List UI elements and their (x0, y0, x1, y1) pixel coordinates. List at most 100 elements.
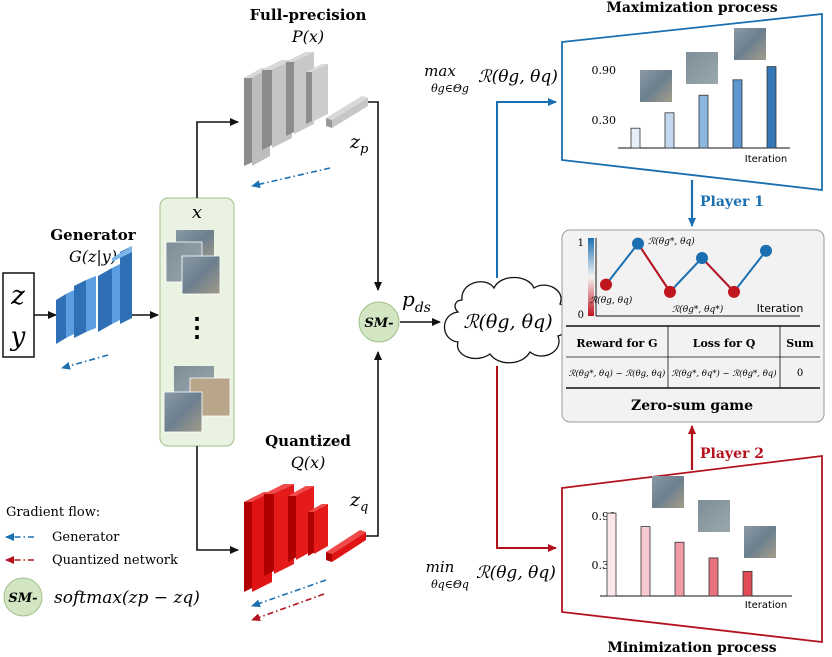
max-bar (664, 112, 675, 149)
legend-quantized: Quantized network (52, 553, 178, 568)
min-bar (742, 570, 753, 597)
min-title: Minimization process (607, 640, 776, 656)
min-sub: θq∈Θq (431, 578, 469, 591)
max-bar (766, 66, 777, 149)
to-full-precision-arrow (196, 118, 239, 198)
min-sample-image (652, 476, 684, 508)
max-bar (732, 79, 743, 149)
to-quantized-arrow (196, 446, 239, 554)
max-expr: ℛ(θg, θq) (478, 67, 558, 87)
samples-ellipsis: ⋮ (184, 313, 210, 343)
zero-sum-line (605, 241, 767, 294)
max-sample-image (640, 70, 672, 102)
zs-annot-top: ℛ(θg*, θq) (648, 236, 695, 247)
generator-network-icon (56, 246, 132, 344)
zero-sum-point (632, 237, 644, 250)
min-expr: ℛ(θg, θq) (476, 563, 556, 583)
zs-y-bottom: 0 (578, 310, 584, 321)
max-sample-image (734, 28, 766, 60)
legend-sm-label: SM- (8, 591, 37, 606)
full-precision-func: P(x) (291, 27, 324, 46)
max-bar (698, 94, 709, 149)
samples-label: x (192, 202, 202, 223)
legend-generator: Generator (52, 530, 120, 545)
full-precision-gradient-arrow (251, 167, 331, 189)
reward-to-min-arrow (496, 366, 557, 552)
legend: Gradient flow: Generator Quantized netwo… (3, 505, 200, 617)
player2-label: Player 2 (700, 446, 764, 462)
max-sample-image (686, 52, 718, 84)
zero-sum-line-chart: 1 0 Iteration ℛ(θg*, θq) ℛ(θg, θq) ℛ(θg*… (578, 236, 804, 321)
min-bar (708, 557, 719, 597)
reward-to-max-arrow (496, 98, 557, 278)
max-tick-high: 0.90 (592, 64, 617, 77)
min-bar (674, 541, 685, 597)
reward-cloud-text: ℛ(θg, θq) (463, 311, 552, 333)
legend-sm-node (3, 577, 43, 617)
reward-cloud: ℛ(θg, θq) (443, 276, 571, 364)
max-sub: θg∈Θg (431, 82, 469, 95)
input-z: z (10, 281, 25, 311)
max-op: max (424, 62, 456, 80)
zero-sum-segment (637, 243, 671, 293)
quantized-title: Quantized (265, 432, 351, 450)
table-header-reward: Reward for G (576, 337, 657, 350)
min-panel (561, 454, 823, 644)
zero-sum-point (664, 285, 676, 298)
max-bar (630, 127, 641, 149)
full-precision-network-icon (244, 52, 368, 166)
generator-gradient-arrow (61, 354, 109, 370)
sm-node-label: SM- (364, 316, 393, 331)
min-objective: min θq∈Θq ℛ(θg, θq) (426, 558, 556, 591)
max-bar-chart: 0.90 0.30 Iteration (592, 28, 790, 165)
sample-image (181, 255, 221, 295)
zq-to-sm-arrow (366, 351, 382, 537)
input-y: y (10, 322, 26, 352)
min-sample-image (744, 526, 776, 558)
table-cell-reward: ℛ(θg*, θq) − ℛ(θg, θq) (569, 368, 666, 379)
table-cell-sum: 0 (797, 368, 803, 379)
max-xlabel: Iteration (745, 154, 787, 165)
sm-node: SM- (358, 301, 400, 343)
legend-sm-formula: softmax(zp − zq) (54, 588, 200, 608)
quantized-output: zq (349, 489, 368, 515)
table-cell-loss: ℛ(θg*, θq*) − ℛ(θg*, θq) (671, 368, 776, 379)
zs-annot-bottom: ℛ(θg*, θq*) (672, 304, 724, 315)
table-header-sum: Sum (786, 337, 814, 350)
max-objective: max θg∈Θg ℛ(θg, θq) (424, 62, 558, 95)
generated-samples-panel: x ⋮ (159, 197, 235, 447)
min-bar-chart: 0.90 0.30 Iteration (592, 476, 792, 611)
zero-sum-point (696, 252, 708, 264)
input-box: z y (2, 272, 35, 358)
zp-to-sm-arrow (368, 101, 382, 291)
max-title: Maximization process (606, 0, 777, 16)
zs-annot-left: ℛ(θg, θq) (590, 295, 633, 306)
zero-sum-point (760, 244, 772, 257)
pds-label: pds (402, 287, 431, 316)
min-op: min (426, 558, 455, 576)
player1-label: Player 1 (700, 194, 764, 210)
quantized-network-icon (244, 484, 366, 592)
generator-title: Generator (50, 226, 136, 244)
zs-xlabel: Iteration (757, 302, 804, 315)
max-tick-low: 0.30 (592, 114, 617, 127)
quantized-func: Q(x) (291, 453, 326, 472)
min-xlabel: Iteration (745, 600, 787, 611)
legend-title: Gradient flow: (6, 505, 100, 520)
min-bar (640, 526, 651, 597)
full-precision-title: Full-precision (250, 6, 367, 24)
full-precision-output: zp (349, 131, 369, 157)
generator-func: G(z|y) (69, 247, 117, 266)
table-header-loss: Loss for Q (693, 337, 756, 350)
zs-y-top: 1 (578, 238, 584, 249)
quantized-gradient-arrow-red (251, 593, 325, 622)
zero-sum-point (600, 278, 612, 291)
zero-sum-title: Zero-sum game (631, 398, 753, 414)
zero-sum-point (728, 285, 740, 298)
min-bar (606, 512, 617, 597)
min-sample-image (698, 500, 730, 532)
zero-sum-table: Reward for G Loss for Q Sum ℛ(θg*, θq) −… (566, 325, 820, 389)
zero-sum-colorbar (588, 238, 594, 316)
sample-image (163, 391, 203, 433)
